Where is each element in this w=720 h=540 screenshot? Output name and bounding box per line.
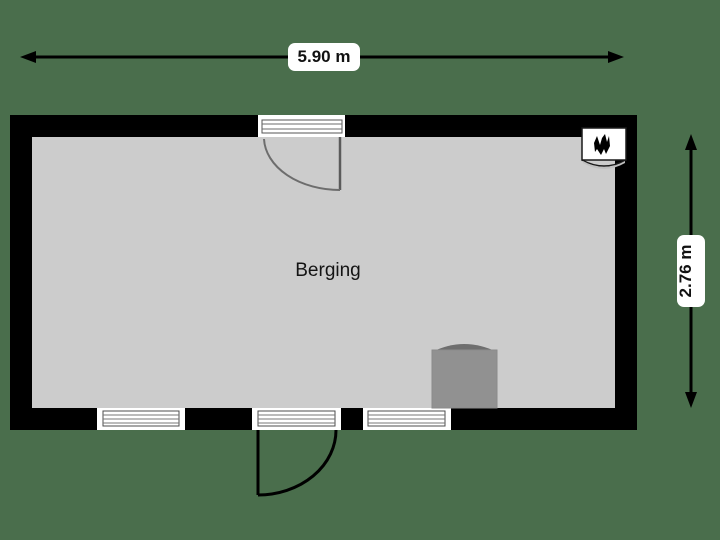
top-door[interactable]: [258, 115, 345, 191]
height-dimension: 2.76 m: [676, 134, 705, 408]
appliance-icon: [431, 344, 498, 409]
bottom-window-left[interactable]: [97, 408, 185, 430]
width-label-background: [288, 43, 360, 71]
room-floor: [32, 137, 615, 408]
width-dimension-label: 5.90 m: [298, 47, 351, 66]
height-arrow-bottom-icon: [685, 392, 697, 408]
boiler-icon: [581, 127, 627, 169]
top-door-panel: [261, 119, 343, 134]
width-dimension: 5.90 m: [20, 43, 624, 71]
wall-structure: [10, 115, 637, 430]
bottom-window-center[interactable]: [252, 408, 341, 430]
top-door-jamb-left: [258, 115, 262, 137]
top-door-swing-arc: [263, 138, 341, 191]
height-dimension-label: 2.76 m: [676, 245, 695, 298]
height-arrow-top-icon: [685, 134, 697, 150]
boiler-flame-glyph: [594, 134, 610, 155]
height-label-background: [677, 235, 705, 307]
appliance-body: [431, 349, 498, 409]
boiler-base-curve: [581, 159, 627, 167]
bottom-door-swing-arc: [257, 429, 338, 497]
room-label-berging: Berging: [295, 260, 361, 281]
boiler-base-shade: [583, 161, 625, 169]
width-arrow-left-icon: [20, 51, 36, 63]
width-arrow-right-icon: [608, 51, 624, 63]
bottom-window-right[interactable]: [363, 408, 451, 430]
bottom-door[interactable]: [256, 429, 338, 497]
